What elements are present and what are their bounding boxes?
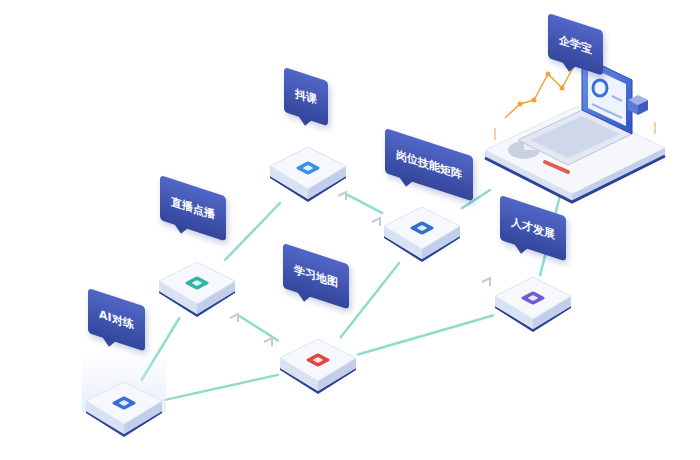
screen-bar <box>592 104 622 118</box>
corner-marker <box>372 218 380 226</box>
tile-icon-mark <box>191 280 202 286</box>
trend-dot <box>560 86 565 91</box>
tile-icon-mark <box>312 357 323 363</box>
tile-shape <box>493 275 573 333</box>
callout-label: 直播点播 <box>160 175 226 241</box>
connector-line <box>341 263 399 337</box>
tile-icon <box>409 221 434 235</box>
tile-shape <box>382 205 462 263</box>
tile-top <box>86 382 162 424</box>
callout-label: 人才发展 <box>500 195 566 261</box>
tile-icon <box>111 396 136 410</box>
cube-side <box>638 100 648 115</box>
feature-tile: 人才发展 <box>493 275 573 333</box>
feature-tile: 学习地图 <box>278 337 358 395</box>
trend-dot <box>546 72 551 77</box>
connector-line <box>225 203 280 260</box>
connector-line <box>237 314 278 340</box>
callout-label: 学习地图 <box>283 243 349 309</box>
tile-icon <box>305 353 330 367</box>
tile-top <box>159 262 235 304</box>
laptop-platform-top <box>485 106 665 194</box>
tile-top <box>270 147 346 189</box>
connector-line <box>164 375 278 400</box>
corner-marker <box>338 192 346 200</box>
pen <box>545 162 568 172</box>
callout-label: 抖课 <box>284 67 328 126</box>
tile-shape <box>278 337 358 395</box>
feature-tile: 抖课 <box>268 145 348 203</box>
laptop-platform-edge <box>485 156 665 202</box>
callout-label: AI对练 <box>88 288 145 351</box>
tile-top <box>280 339 356 381</box>
trend-dot <box>518 102 523 107</box>
feature-tile: AI对练 <box>84 380 164 438</box>
tile-shape <box>84 380 164 438</box>
tile-top <box>495 277 571 319</box>
donut-chart <box>593 80 607 96</box>
tile-top <box>384 207 460 249</box>
tile-icon-mark <box>302 165 313 171</box>
tile-icon <box>184 276 209 290</box>
tile-shape <box>268 145 348 203</box>
corner-marker <box>264 338 272 346</box>
tile-icon-mark <box>118 400 129 406</box>
connector-line <box>348 195 382 213</box>
spark-line <box>494 128 496 140</box>
tile-icon-mark <box>527 295 538 301</box>
platform-node: 企学宝 <box>490 75 660 195</box>
corner-marker <box>482 278 490 286</box>
callout-label: 岗位技能矩阵 <box>385 128 473 202</box>
tile-icon <box>295 161 320 175</box>
tile-icon-mark <box>416 225 427 231</box>
feature-tile: 直播点播 <box>157 260 237 318</box>
cube-side <box>628 100 638 115</box>
callout-label: 企学宝 <box>548 13 603 76</box>
spark-line <box>654 122 656 134</box>
corner-marker <box>230 314 238 322</box>
tile-shape <box>157 260 237 318</box>
feature-tile: 岗位技能矩阵 <box>382 205 462 263</box>
tile-icon <box>520 291 545 305</box>
screen-bar <box>612 96 622 101</box>
screen-panel <box>588 66 626 126</box>
trend-line <box>505 64 575 118</box>
connector-line <box>358 316 493 355</box>
trend-dot <box>532 98 537 103</box>
